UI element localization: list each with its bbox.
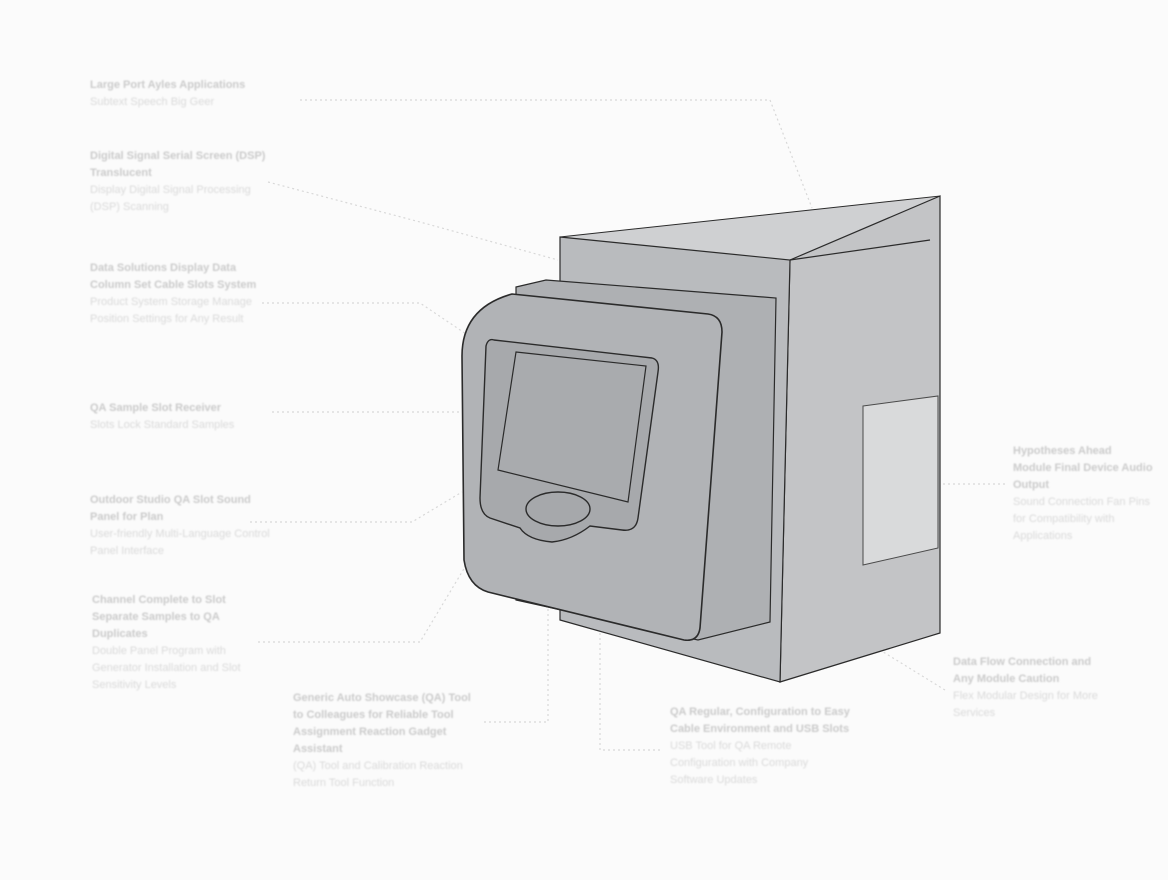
leader-line-2 [267,181,559,261]
callout-8: QA Regular, Configuration to Easy Cable … [670,704,850,789]
callout-1: Large Port Ayles Applications Subtext Sp… [90,77,290,111]
callout-5-desc: User-friendly Multi-Language Control Pan… [90,528,270,557]
leader-line-6 [258,561,469,643]
callout-5-title: Outdoor Studio QA Slot Sound Panel for P… [90,494,251,523]
callout-5: Outdoor Studio QA Slot Sound Panel for P… [90,492,270,560]
callout-8-desc: USB Tool for QA Remote Configuration wit… [670,740,809,786]
leader-line-7 [484,608,549,723]
callout-6-title: Channel Complete to Slot Separate Sample… [92,594,226,640]
callout-2-desc: Display Digital Signal Processing (DSP) … [90,184,251,213]
leader-lines [250,99,1005,751]
callout-4: QA Sample Slot Receiver Slots Lock Stand… [90,400,290,434]
callout-10-desc: Sound Connection Fan Pins for Compatibil… [1013,496,1150,542]
leader-line-3 [262,302,479,343]
leader-line-1 [300,99,813,209]
callout-3-desc: Product System Storage Manage Position S… [90,296,253,325]
callout-1-desc: Subtext Speech Big Geer [90,96,215,108]
callout-7-desc: (QA) Tool and Calibration Reaction Retur… [293,760,463,789]
leader-line-5 [250,491,463,523]
oval-button [525,491,591,527]
callout-9-title: Data Flow Connection and Any Module Caut… [953,656,1092,685]
callout-9: Data Flow Connection and Any Module Caut… [953,654,1103,722]
cabinet-top-edge [789,239,931,261]
callout-3-title: Data Solutions Display Data Column Set C… [90,262,257,291]
leader-line-8 [599,618,660,751]
callout-3: Data Solutions Display Data Column Set C… [90,260,265,328]
callout-6-desc: Double Panel Program with Generator Inst… [92,645,241,691]
callout-8-title: QA Regular, Configuration to Easy Cable … [670,706,850,735]
callout-10: Hypotheses Ahead Module Final Device Aud… [1013,443,1153,545]
callout-4-title: QA Sample Slot Receiver [90,402,222,414]
callout-9-desc: Flex Modular Design for More Services [953,690,1098,719]
display-screen [497,351,647,503]
callout-4-desc: Slots Lock Standard Samples [90,419,235,431]
callout-2: Digital Signal Serial Screen (DSP) Trans… [90,148,270,216]
callout-7: Generic Auto Showcase (QA) Tool to Colle… [293,690,473,792]
side-label-panel [862,395,939,566]
callout-7-title: Generic Auto Showcase (QA) Tool to Colle… [293,692,471,755]
callout-10-title: Hypotheses Ahead Module Final Device Aud… [1013,445,1153,491]
callout-6: Channel Complete to Slot Separate Sample… [92,592,272,694]
leader-line-9 [879,649,946,691]
callout-2-title: Digital Signal Serial Screen (DSP) Trans… [90,150,266,179]
callout-1-title: Large Port Ayles Applications [90,79,246,91]
